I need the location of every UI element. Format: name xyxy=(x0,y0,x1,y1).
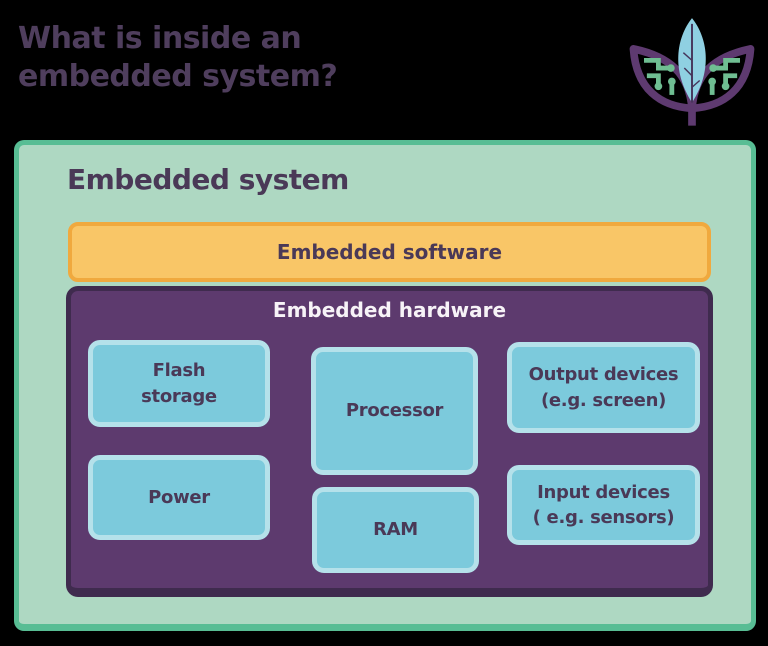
embedded-hardware-label: Embedded hardware xyxy=(272,298,507,322)
embedded-system-container: Embedded system Embedded software Embedd… xyxy=(14,140,756,631)
component-processor: Processor xyxy=(311,347,478,475)
component-flash-storage: Flash storage xyxy=(88,340,270,427)
embedded-system-label: Embedded system xyxy=(67,163,349,196)
component-power: Power xyxy=(88,455,270,540)
leaf-circuit-logo-icon xyxy=(629,18,755,126)
component-input-devices: Input devices ( e.g. sensors) xyxy=(507,465,700,545)
embedded-software-box: Embedded software xyxy=(68,222,711,282)
embedded-hardware-box: Embedded hardware Flash storage Processo… xyxy=(66,286,713,597)
component-output-devices: Output devices (e.g. screen) xyxy=(507,342,700,433)
component-ram: RAM xyxy=(312,487,479,573)
page-title: What is inside an embedded system? xyxy=(18,21,338,95)
embedded-software-label: Embedded software xyxy=(276,240,503,264)
